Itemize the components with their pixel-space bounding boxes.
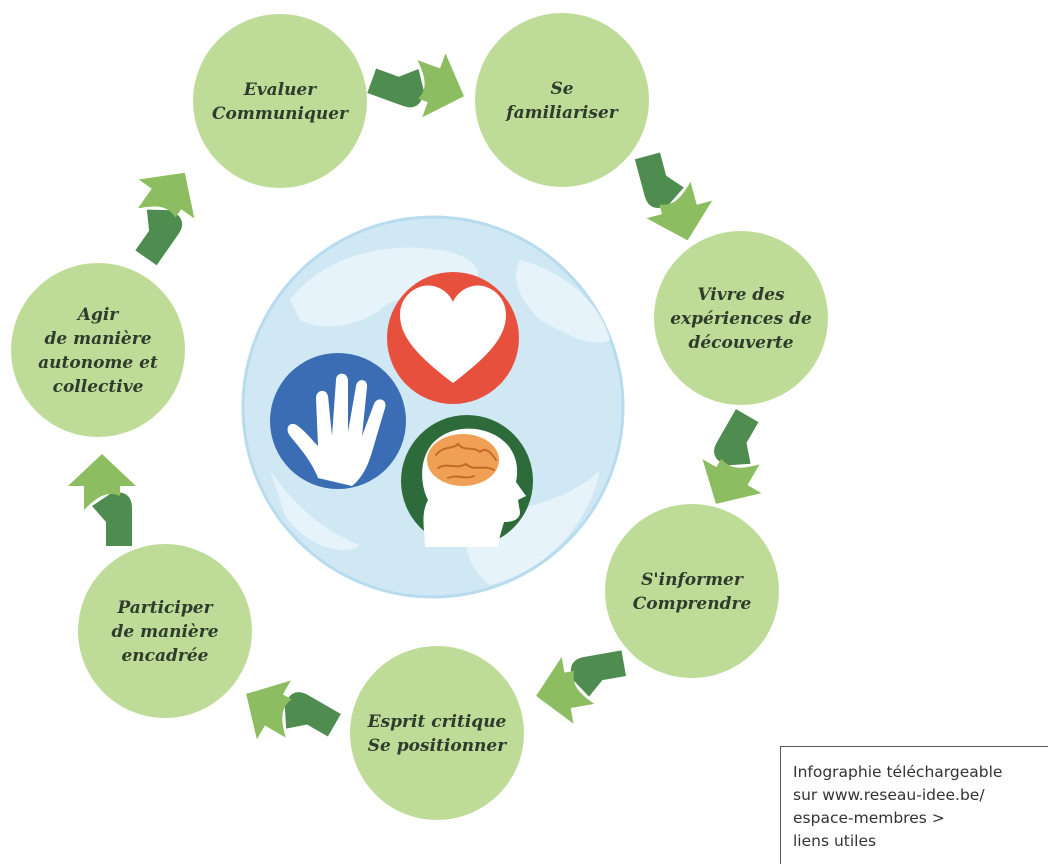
hand-icon xyxy=(270,353,406,489)
stage-circle xyxy=(475,13,649,187)
caption-line: Infographie téléchargeable xyxy=(793,763,1003,781)
cycle-arrow-icon xyxy=(135,172,195,266)
stage-label-line: de manière xyxy=(44,329,151,349)
cycle-arrow-icon xyxy=(68,454,136,546)
cycle-arrow-icon xyxy=(246,680,341,740)
caption-line: espace-membres > xyxy=(793,809,945,827)
stage-label-line: Communiquer xyxy=(212,104,349,124)
stage-6: Participer de manière encadrée xyxy=(78,544,252,718)
stage-label-line: Comprendre xyxy=(633,594,752,614)
cycle-arrow-icon xyxy=(702,409,762,504)
stage-label-line: Se xyxy=(550,79,573,99)
stage-circle xyxy=(605,504,779,678)
stage-label-line: Evaluer xyxy=(243,80,317,100)
stage-label-line: familiariser xyxy=(505,103,619,123)
download-caption: Infographie téléchargeable sur www.resea… xyxy=(780,746,1048,864)
brain-head-icon xyxy=(401,415,533,547)
stage-circle xyxy=(193,14,367,188)
stage-2: Se familiariser xyxy=(475,13,649,187)
stage-label-line: encadrée xyxy=(121,646,208,666)
stage-circle xyxy=(11,263,185,437)
stage-label-line: autonome et xyxy=(38,353,158,373)
stage-7: Agir de manière autonome et collective xyxy=(11,263,185,437)
stage-circle xyxy=(654,231,828,405)
stage-label-line: Participer xyxy=(116,598,213,618)
stage-label-line: Agir xyxy=(76,305,120,325)
heart-icon xyxy=(387,272,519,404)
cycle-arrow-icon xyxy=(536,650,626,724)
stage-label-line: découverte xyxy=(688,333,793,353)
stage-label-line: de manière xyxy=(111,622,218,642)
stage-label-line: Vivre des xyxy=(697,285,785,305)
stage-label-line: collective xyxy=(53,377,144,397)
stage-label-line: Se positionner xyxy=(368,736,507,756)
stage-5: Esprit critique Se positionner xyxy=(350,646,524,820)
caption-line: liens utiles xyxy=(793,832,877,850)
cycle-arrow-icon xyxy=(634,152,713,241)
stage-circle xyxy=(350,646,524,820)
stage-circle xyxy=(78,544,252,718)
stage-label-line: S'informer xyxy=(641,570,744,590)
cycle-arrow-icon xyxy=(367,53,464,118)
caption-line: sur www.reseau-idee.be/ xyxy=(793,786,985,804)
stage-3: Vivre des expériences de découverte xyxy=(654,231,828,405)
stage-label-line: Esprit critique xyxy=(367,712,507,732)
stage-label-line: expériences de xyxy=(670,309,812,329)
